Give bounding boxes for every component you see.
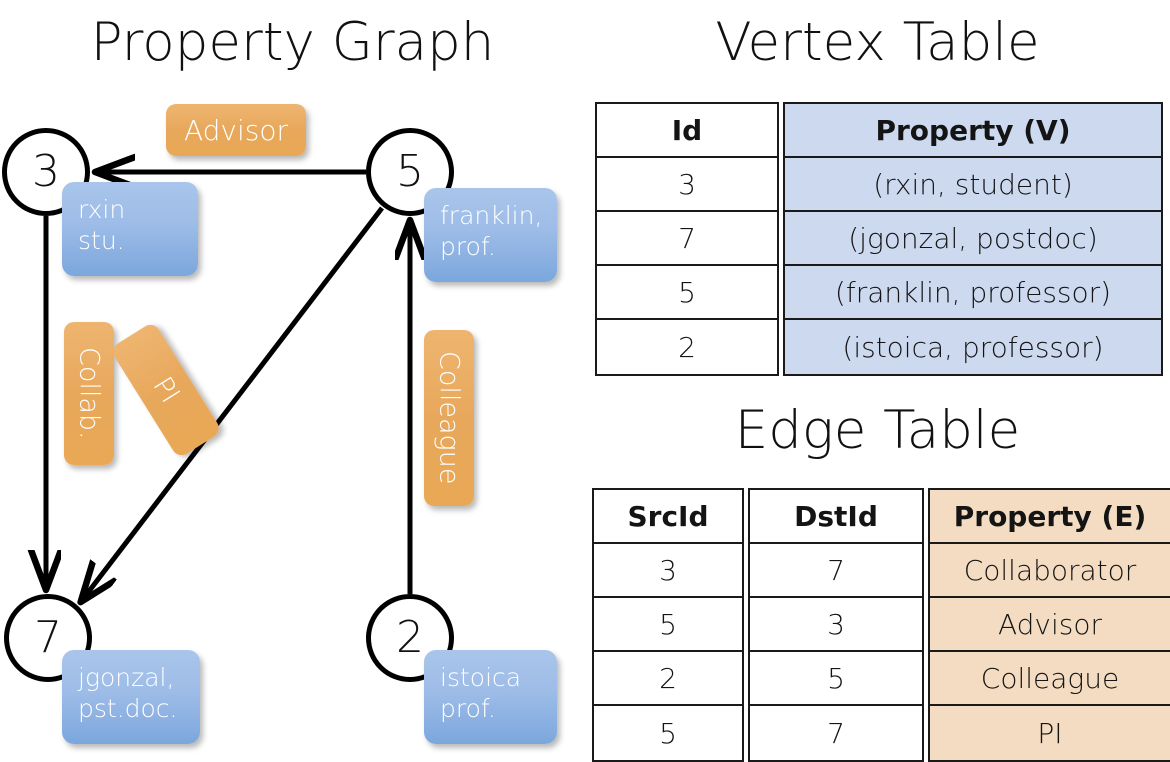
edge-table-column-dstid: DstId 7 3 5 7 [748,488,924,762]
edge-table-cell-src-0: 3 [594,544,742,598]
edge-table-cell-src-1: 5 [594,598,742,652]
vertex-table-cell-id-0: 3 [597,158,777,212]
edge-label-collab: Collab. [64,322,114,465]
edge-table-cell-dst-2: 5 [750,652,922,706]
page-title-edge-table: Edge Table [734,400,1021,461]
edge-table-cell-prop-2: Colleague [930,652,1170,706]
vertex-table-cell-prop-0: (rxin, student) [785,158,1161,212]
vertex-table-cell-id-2: 5 [597,266,777,320]
vertex-property-box-franklin: franklin, prof. [424,188,557,282]
vertex-table-cell-prop-1: (jgonzal, postdoc) [785,212,1161,266]
page-title-property-graph: Property Graph [90,12,495,73]
vertex-table-cell-prop-3: (istoica, professor) [842,330,1104,364]
vertex-table: Id 3 7 5 2 Property (V) (rxin, student) … [595,102,1163,376]
edge-table-cell-src-2: 2 [594,652,742,706]
edge-label-colleague: Colleague [424,330,474,506]
vertex-property-box-istoica: istoica prof. [424,650,557,744]
graph-edge-arrows [0,0,585,760]
edge-label-collab-text: Collab. [73,347,105,440]
edge-table-header-dstid: DstId [750,490,922,544]
vertex-table-column-property: Property (V) (rxin, student) (jgonzal, p… [783,102,1163,376]
edge-table-cell-dst-0: 7 [750,544,922,598]
vertex-table-cell-id-3: 2 [678,330,696,364]
edge-table: SrcId 3 5 2 5 DstId 7 3 5 7 Property (E)… [592,488,1170,762]
edge-table-cell-dst-3: 7 [827,716,845,750]
property-graph-diagram: 3 5 7 2 rxin stu. franklin, prof. jgonza… [0,0,585,760]
edge-table-header-srcid: SrcId [594,490,742,544]
vertex-table-header-property: Property (V) [785,104,1161,158]
vertex-property-box-jgonzal: jgonzal, pst.doc. [62,650,200,744]
edge-table-cell-prop-0: Collaborator [930,544,1170,598]
graph-node-2[interactable]: 2 [366,594,454,682]
edge-table-cell-dst-1: 3 [750,598,922,652]
vertex-property-box-rxin: rxin stu. [62,182,198,276]
vertex-table-cell-id-1: 7 [597,212,777,266]
vertex-table-cell-prop-2: (franklin, professor) [785,266,1161,320]
graph-node-5[interactable]: 5 [366,128,454,216]
page-title-vertex-table: Vertex Table [715,12,1040,73]
edge-table-header-property: Property (E) [930,490,1170,544]
edge-table-cell-src-3: 5 [659,716,677,750]
edge-table-column-property: Property (E) Collaborator Advisor Collea… [928,488,1170,762]
edge-5-to-7 [83,206,384,599]
edge-table-column-srcid: SrcId 3 5 2 5 [592,488,744,762]
edge-label-advisor: Advisor [166,104,306,156]
edge-table-cell-prop-1: Advisor [930,598,1170,652]
edge-label-colleague-text: Colleague [433,351,465,485]
edge-label-advisor-text: Advisor [183,113,288,147]
edge-label-pi-text: PI [146,371,186,409]
vertex-table-column-id: Id 3 7 5 2 [595,102,779,376]
edge-table-cell-prop-3: PI [1037,716,1063,750]
vertex-table-header-id: Id [597,104,777,158]
